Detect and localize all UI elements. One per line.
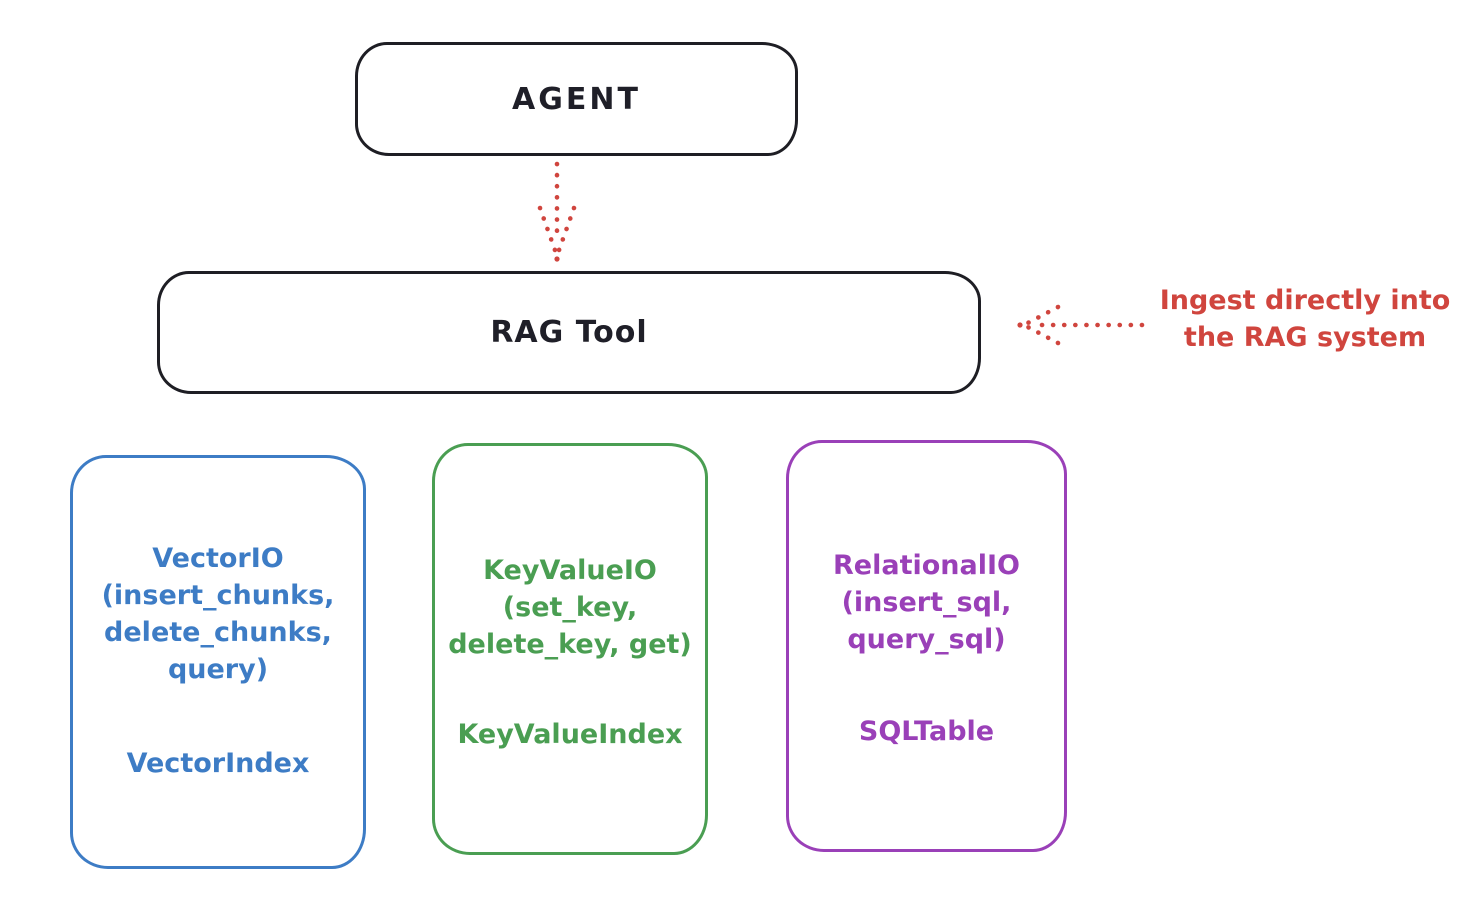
vector-io-methods: VectorIO (insert_chunks, delete_chunks, … <box>73 540 363 688</box>
keyvalue-index-label: KeyValueIndex <box>457 719 683 750</box>
rag-tool-label: RAG Tool <box>490 315 648 350</box>
agent-to-rag-arrow-icon <box>537 161 577 262</box>
annotation-arrow-icon <box>1017 304 1145 346</box>
keyvalue-io-methods: KeyValueIO (set_key, delete_key, get) <box>435 552 705 663</box>
agent-label: AGENT <box>512 81 641 117</box>
storage-box-line: (insert_sql, <box>841 587 1012 618</box>
rag-tool-box: RAG Tool <box>157 271 981 394</box>
vector-index-label: VectorIndex <box>126 748 310 779</box>
annotation-line: the RAG system <box>1183 322 1427 353</box>
relational-io-box: RelationalIO (insert_sql, query_sql) SQL… <box>786 440 1067 852</box>
storage-box-line: KeyValueIO <box>483 555 657 586</box>
storage-box-line: query) <box>167 654 269 685</box>
storage-box-line: (set_key, <box>502 592 638 623</box>
storage-box-line: delete_key, get) <box>448 629 692 660</box>
relational-io-methods: RelationalIO (insert_sql, query_sql) <box>789 547 1064 658</box>
storage-box-line: (insert_chunks, <box>101 580 335 611</box>
keyvalue-io-box: KeyValueIO (set_key, delete_key, get) Ke… <box>432 443 708 855</box>
storage-box-line: RelationalIO <box>833 550 1020 581</box>
storage-box-line: delete_chunks, <box>104 617 332 648</box>
vector-io-box: VectorIO (insert_chunks, delete_chunks, … <box>70 455 366 869</box>
annotation-text: Ingest directly into the RAG system <box>1135 282 1475 356</box>
agent-box: AGENT <box>355 42 798 156</box>
storage-box-line: query_sql) <box>847 624 1006 655</box>
sql-table-label: SQLTable <box>858 716 995 747</box>
annotation-line: Ingest directly into <box>1159 285 1451 316</box>
storage-box-line: VectorIO <box>152 543 284 574</box>
